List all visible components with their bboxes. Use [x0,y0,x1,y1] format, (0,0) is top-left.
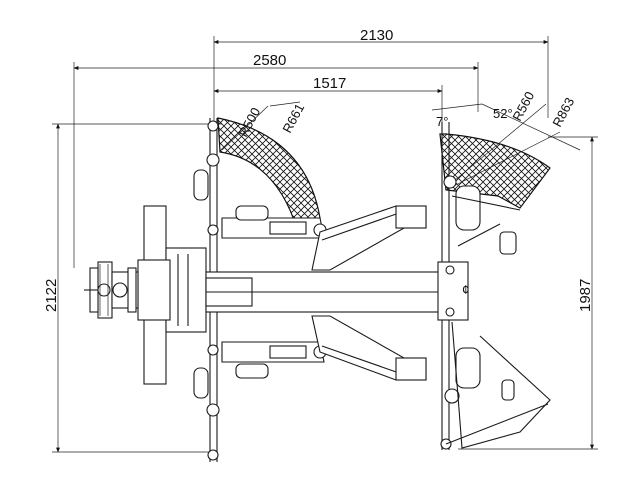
angle-label-52: 52° [493,106,513,121]
dimension-2122: 2122 [43,123,222,453]
dimension-1517: 1517 [213,75,443,122]
right-handles [455,185,517,401]
dim-label-2122: 2122 [43,279,60,312]
right-lower-sector-outline [445,195,551,449]
dimension-2130: 2130 [213,27,549,122]
center-beam [205,271,445,313]
radius-label-r560: R560 [509,89,537,123]
radius-label-r863: R863 [549,95,577,129]
base-plate [137,205,207,385]
left-swing-sector: R500 R661 [217,101,321,221]
upper-right-arm [311,205,427,271]
cross-beam: ¢ [437,261,469,321]
lower-right-arm [311,315,427,381]
dimension-1987: 1987 [458,136,598,450]
radius-label-r661: R661 [279,101,307,135]
right-swing-sector: 7° 52° R560 R863 [431,89,581,209]
dimension-2580: 2580 [73,52,479,268]
dim-label-1517: 1517 [313,75,346,92]
angle-label-7: 7° [436,114,448,129]
dim-label-2580: 2580 [253,52,286,69]
motor-assembly [84,261,139,319]
upper-left-arm [207,205,327,239]
lower-left-arm [207,341,327,379]
dim-label-1987: 1987 [577,279,594,312]
svg-text:¢: ¢ [462,282,469,297]
dim-label-2130: 2130 [360,27,393,44]
